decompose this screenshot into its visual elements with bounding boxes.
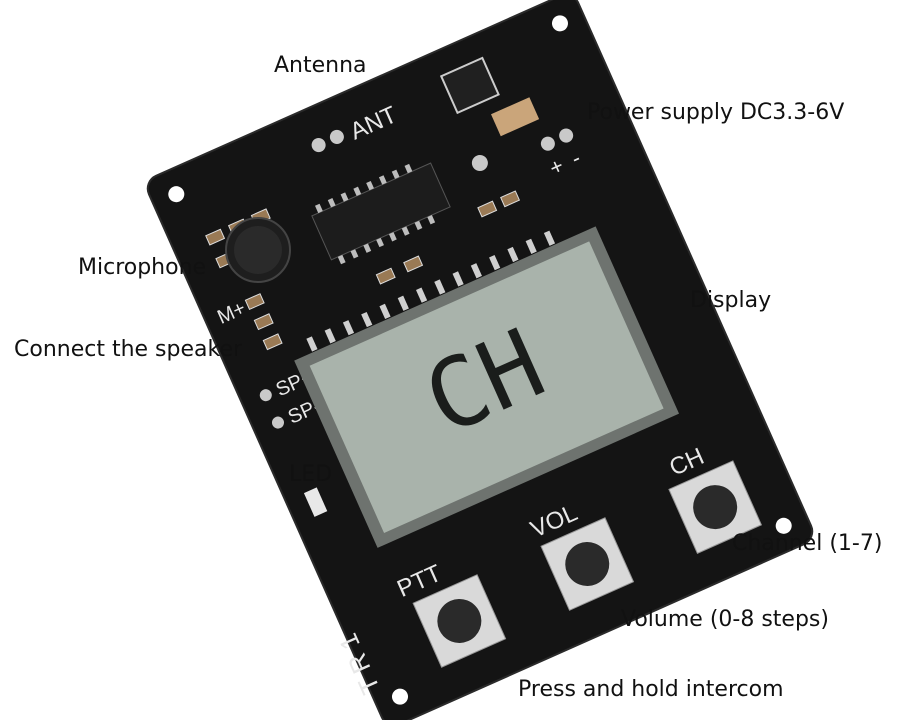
power-supply-label: Power supply DC3.3-6V <box>587 100 845 125</box>
display-label: Display <box>690 288 772 313</box>
mounting-hole <box>775 517 792 534</box>
antenna-pad <box>311 138 326 153</box>
power-pad-plus <box>540 136 555 151</box>
power-pad-minus <box>559 128 574 143</box>
regulator-chip <box>439 56 500 115</box>
speaker-pad <box>271 416 284 429</box>
antenna-pad <box>329 129 344 144</box>
mounting-hole <box>551 15 568 32</box>
power-capacitor <box>491 97 540 137</box>
ch-button[interactable] <box>668 460 763 554</box>
antenna-label: Antenna <box>274 53 367 78</box>
led-component <box>303 487 328 517</box>
via-pad <box>471 155 488 172</box>
channel-label: Channel (1-7) <box>732 531 883 556</box>
pcb-board: ANT + - <box>146 0 814 720</box>
led-label: LED <box>289 462 333 487</box>
speaker-pad <box>259 389 272 402</box>
lcd-screen <box>309 241 664 533</box>
volume-label: Volume (0-8 steps) <box>621 607 829 632</box>
press-hold-label: Press and hold intercom <box>518 677 784 702</box>
vol-button[interactable] <box>540 517 635 611</box>
microphone-label: Microphone <box>78 255 207 280</box>
connect-speaker-label: Connect the speaker <box>14 337 243 362</box>
lcd-pins <box>306 230 556 352</box>
ptt-button[interactable] <box>412 574 507 668</box>
mounting-hole <box>392 688 409 705</box>
mounting-hole <box>168 186 185 203</box>
ic-pins <box>315 163 436 265</box>
microphone-component <box>225 217 291 283</box>
